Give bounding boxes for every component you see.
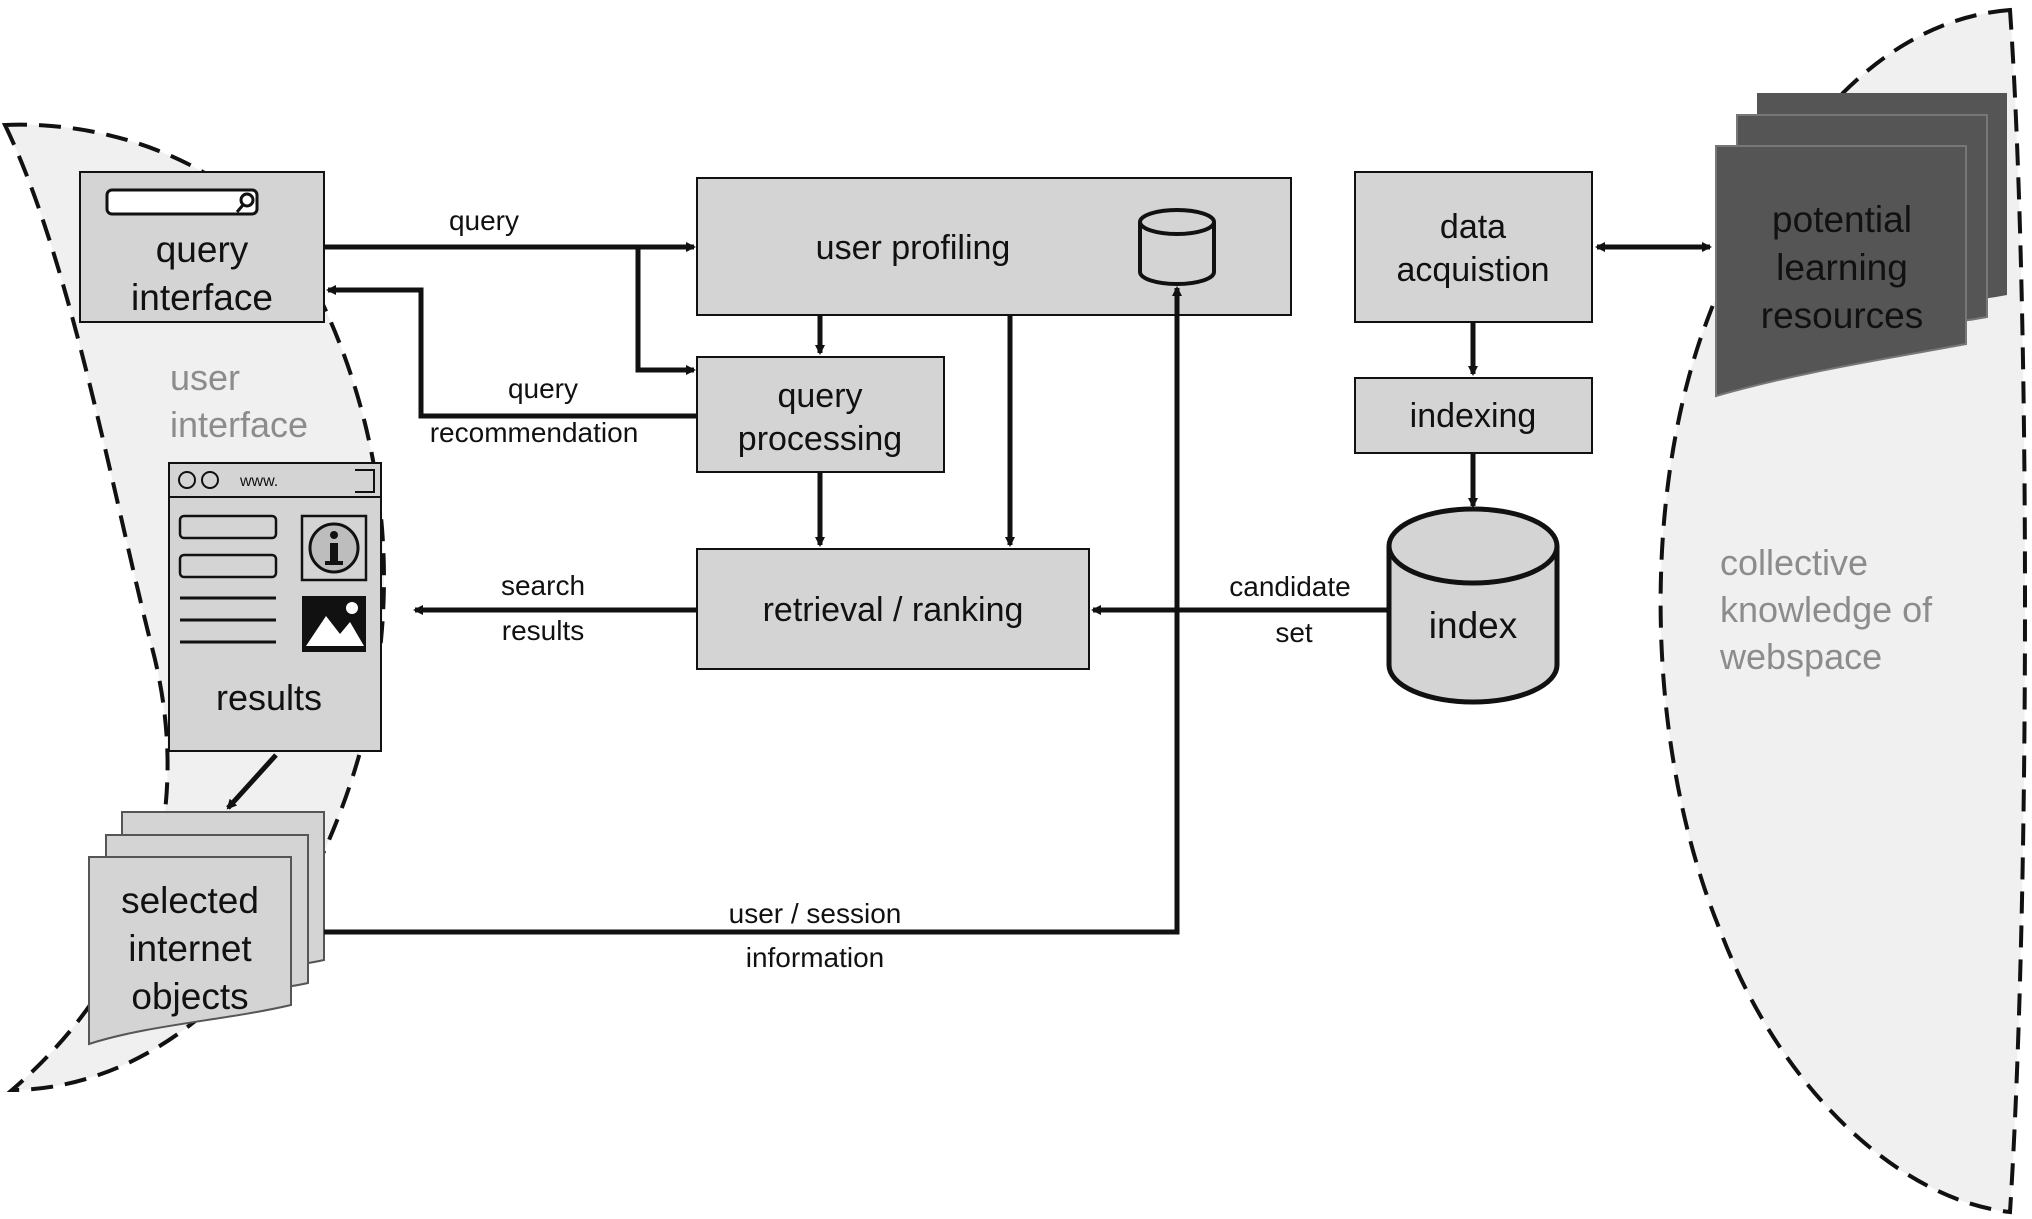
result-field xyxy=(178,514,278,540)
database-icon xyxy=(1138,208,1216,286)
query-interface-label-line2: interface xyxy=(131,277,273,318)
query-recommendation-label-line1: query xyxy=(508,373,578,404)
browser-url-bar-end xyxy=(355,469,375,493)
image-icon xyxy=(302,596,366,652)
query-processing-label-line1: query xyxy=(777,377,862,415)
query-recommendation-arrow xyxy=(326,285,697,419)
data-acquisition-label-line1: data xyxy=(1440,208,1506,246)
window-control-circle xyxy=(201,471,219,489)
user-profiling-label: user profiling xyxy=(816,229,1011,267)
results-window: www. results xyxy=(168,462,382,752)
search-results-label-line1: search xyxy=(501,570,585,601)
candidate-set-label-line2: set xyxy=(1275,617,1313,648)
user-session-label-line1: user / session xyxy=(729,898,902,929)
retrieval-ranking-box: retrieval / ranking xyxy=(696,548,1090,670)
selected-objects-document xyxy=(88,856,292,1046)
candidate-set-label-line1: candidate xyxy=(1229,571,1350,602)
query-recommendation-label-line2: recommendation xyxy=(430,417,639,448)
user-interface-label-line1: user xyxy=(170,357,240,398)
learning-resources-label-line2: learning xyxy=(1776,247,1908,288)
webspace-label-line3: webspace xyxy=(1719,636,1882,677)
learning-resources-label-line1: potential xyxy=(1772,199,1912,240)
selected-objects-label-line2: internet xyxy=(128,928,252,969)
search-results-label-line2: results xyxy=(502,615,584,646)
search-bar xyxy=(105,188,259,216)
selected-objects-label-line1: selected xyxy=(121,880,259,921)
results-to-selected-arrow xyxy=(226,753,278,810)
search-icon xyxy=(235,192,255,213)
user-interface-label-line2: interface xyxy=(170,404,308,445)
query-processing-label-line2: processing xyxy=(738,420,902,458)
data-acquisition-box: data acquistion xyxy=(1354,171,1593,323)
user-profiling-box: user profiling xyxy=(696,177,1292,316)
index-label: index xyxy=(1429,605,1518,646)
info-icon xyxy=(300,514,368,582)
learning-resources-label-line3: resources xyxy=(1761,295,1923,336)
webspace-label-line2: knowledge of xyxy=(1720,589,1933,630)
webspace-label-line1: collective xyxy=(1720,542,1868,583)
data-acquisition-label-line2: acquistion xyxy=(1396,251,1549,289)
query-interface-box: query interface xyxy=(79,171,325,323)
user-session-label-line2: information xyxy=(746,942,885,973)
window-control-circle xyxy=(178,471,196,489)
learning-resources-stack: potential learning resources xyxy=(1715,93,2007,398)
results-label: results xyxy=(216,677,322,718)
query-to-processing-arrow xyxy=(635,247,696,375)
indexing-box: indexing xyxy=(1354,377,1593,454)
indexing-label: indexing xyxy=(1410,397,1537,435)
document-stack-icon: selected internet objects xyxy=(88,811,325,1046)
browser-url-text: www. xyxy=(239,473,278,490)
selected-objects-label-line3: objects xyxy=(131,976,248,1017)
result-field xyxy=(178,553,278,579)
retrieval-ranking-label: retrieval / ranking xyxy=(763,591,1024,629)
query-processing-box: query processing xyxy=(696,356,945,473)
query-edge-label: query xyxy=(449,205,519,236)
index-database: index xyxy=(1386,506,1560,705)
user-session-arrow xyxy=(324,286,1182,935)
query-interface-label-line1: query xyxy=(156,229,249,270)
